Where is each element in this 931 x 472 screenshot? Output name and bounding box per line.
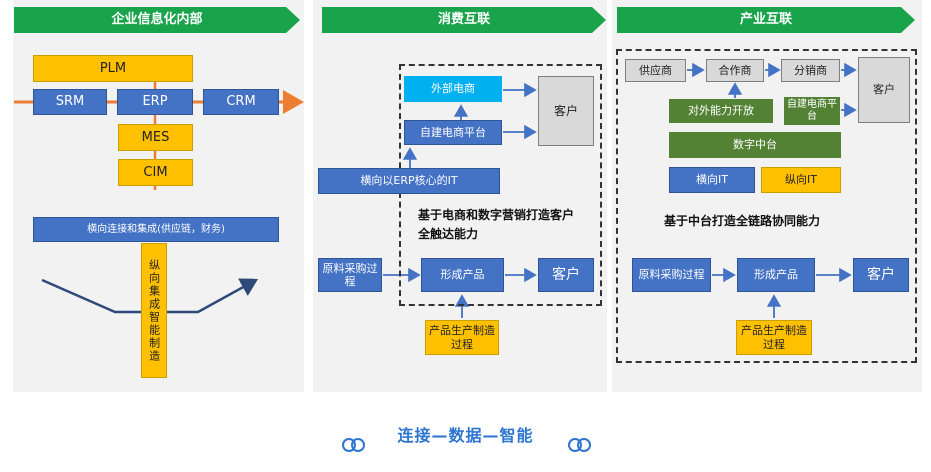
link-icon-right bbox=[568, 438, 591, 452]
form-product-box-industry: 形成产品 bbox=[737, 258, 815, 292]
open-ability-box: 对外能力开放 bbox=[669, 99, 773, 123]
industry-caption: 基于中台打造全链路协同能力 bbox=[664, 214, 821, 228]
vertical-it-box: 纵向IT bbox=[761, 167, 841, 193]
form-product-box: 形成产品 bbox=[421, 258, 504, 292]
raw-purchase-box-industry: 原料采购过程 bbox=[632, 258, 711, 292]
header-consumer: 消费互联 bbox=[322, 7, 606, 33]
link-icon-left bbox=[342, 438, 365, 452]
cim-box: CIM bbox=[118, 159, 193, 186]
vertical-integration-bar: 纵向集成智能制造 bbox=[141, 243, 167, 378]
erp-box: ERP bbox=[117, 89, 193, 115]
horizontal-integration-bar: 横向连接和集成(供应链，财务) bbox=[33, 217, 279, 242]
production-process-box-industry: 产品生产制造过程 bbox=[736, 320, 812, 355]
erp-core-it-box: 横向以ERP核心的IT bbox=[318, 168, 500, 194]
external-ecommerce-box: 外部电商 bbox=[404, 76, 502, 102]
tagline: 连接—数据—智能 bbox=[397, 426, 534, 445]
production-process-box: 产品生产制造过程 bbox=[425, 320, 499, 355]
supplier-box: 供应商 bbox=[625, 59, 686, 82]
industry-dashed-region bbox=[616, 49, 917, 363]
self-ecommerce-platform-box: 自建电商平台 bbox=[404, 120, 502, 145]
customer-box-top: 客户 bbox=[538, 76, 594, 146]
srm-box: SRM bbox=[33, 89, 107, 115]
partner-box: 合作商 bbox=[706, 59, 764, 82]
consumer-caption: 基于电商和数字营销打造客户全触达能力 bbox=[418, 208, 575, 242]
crm-box: CRM bbox=[203, 89, 279, 115]
data-center-box: 数字中台 bbox=[669, 132, 841, 158]
raw-purchase-box: 原料采购过程 bbox=[318, 258, 382, 292]
customer-box-bottom-industry: 客户 bbox=[853, 258, 909, 292]
customer-box-top-industry: 客户 bbox=[858, 57, 910, 123]
mes-box: MES bbox=[118, 124, 193, 151]
header-industry: 产业互联 bbox=[617, 7, 915, 33]
horizontal-it-box: 横向IT bbox=[669, 167, 755, 193]
header-enterprise: 企业信息化内部 bbox=[14, 7, 300, 33]
self-ecommerce-box-industry: 自建电商平台 bbox=[784, 97, 840, 125]
distributor-box: 分销商 bbox=[781, 59, 840, 82]
customer-box-bottom: 客户 bbox=[538, 258, 594, 292]
plm-box: PLM bbox=[33, 55, 193, 82]
